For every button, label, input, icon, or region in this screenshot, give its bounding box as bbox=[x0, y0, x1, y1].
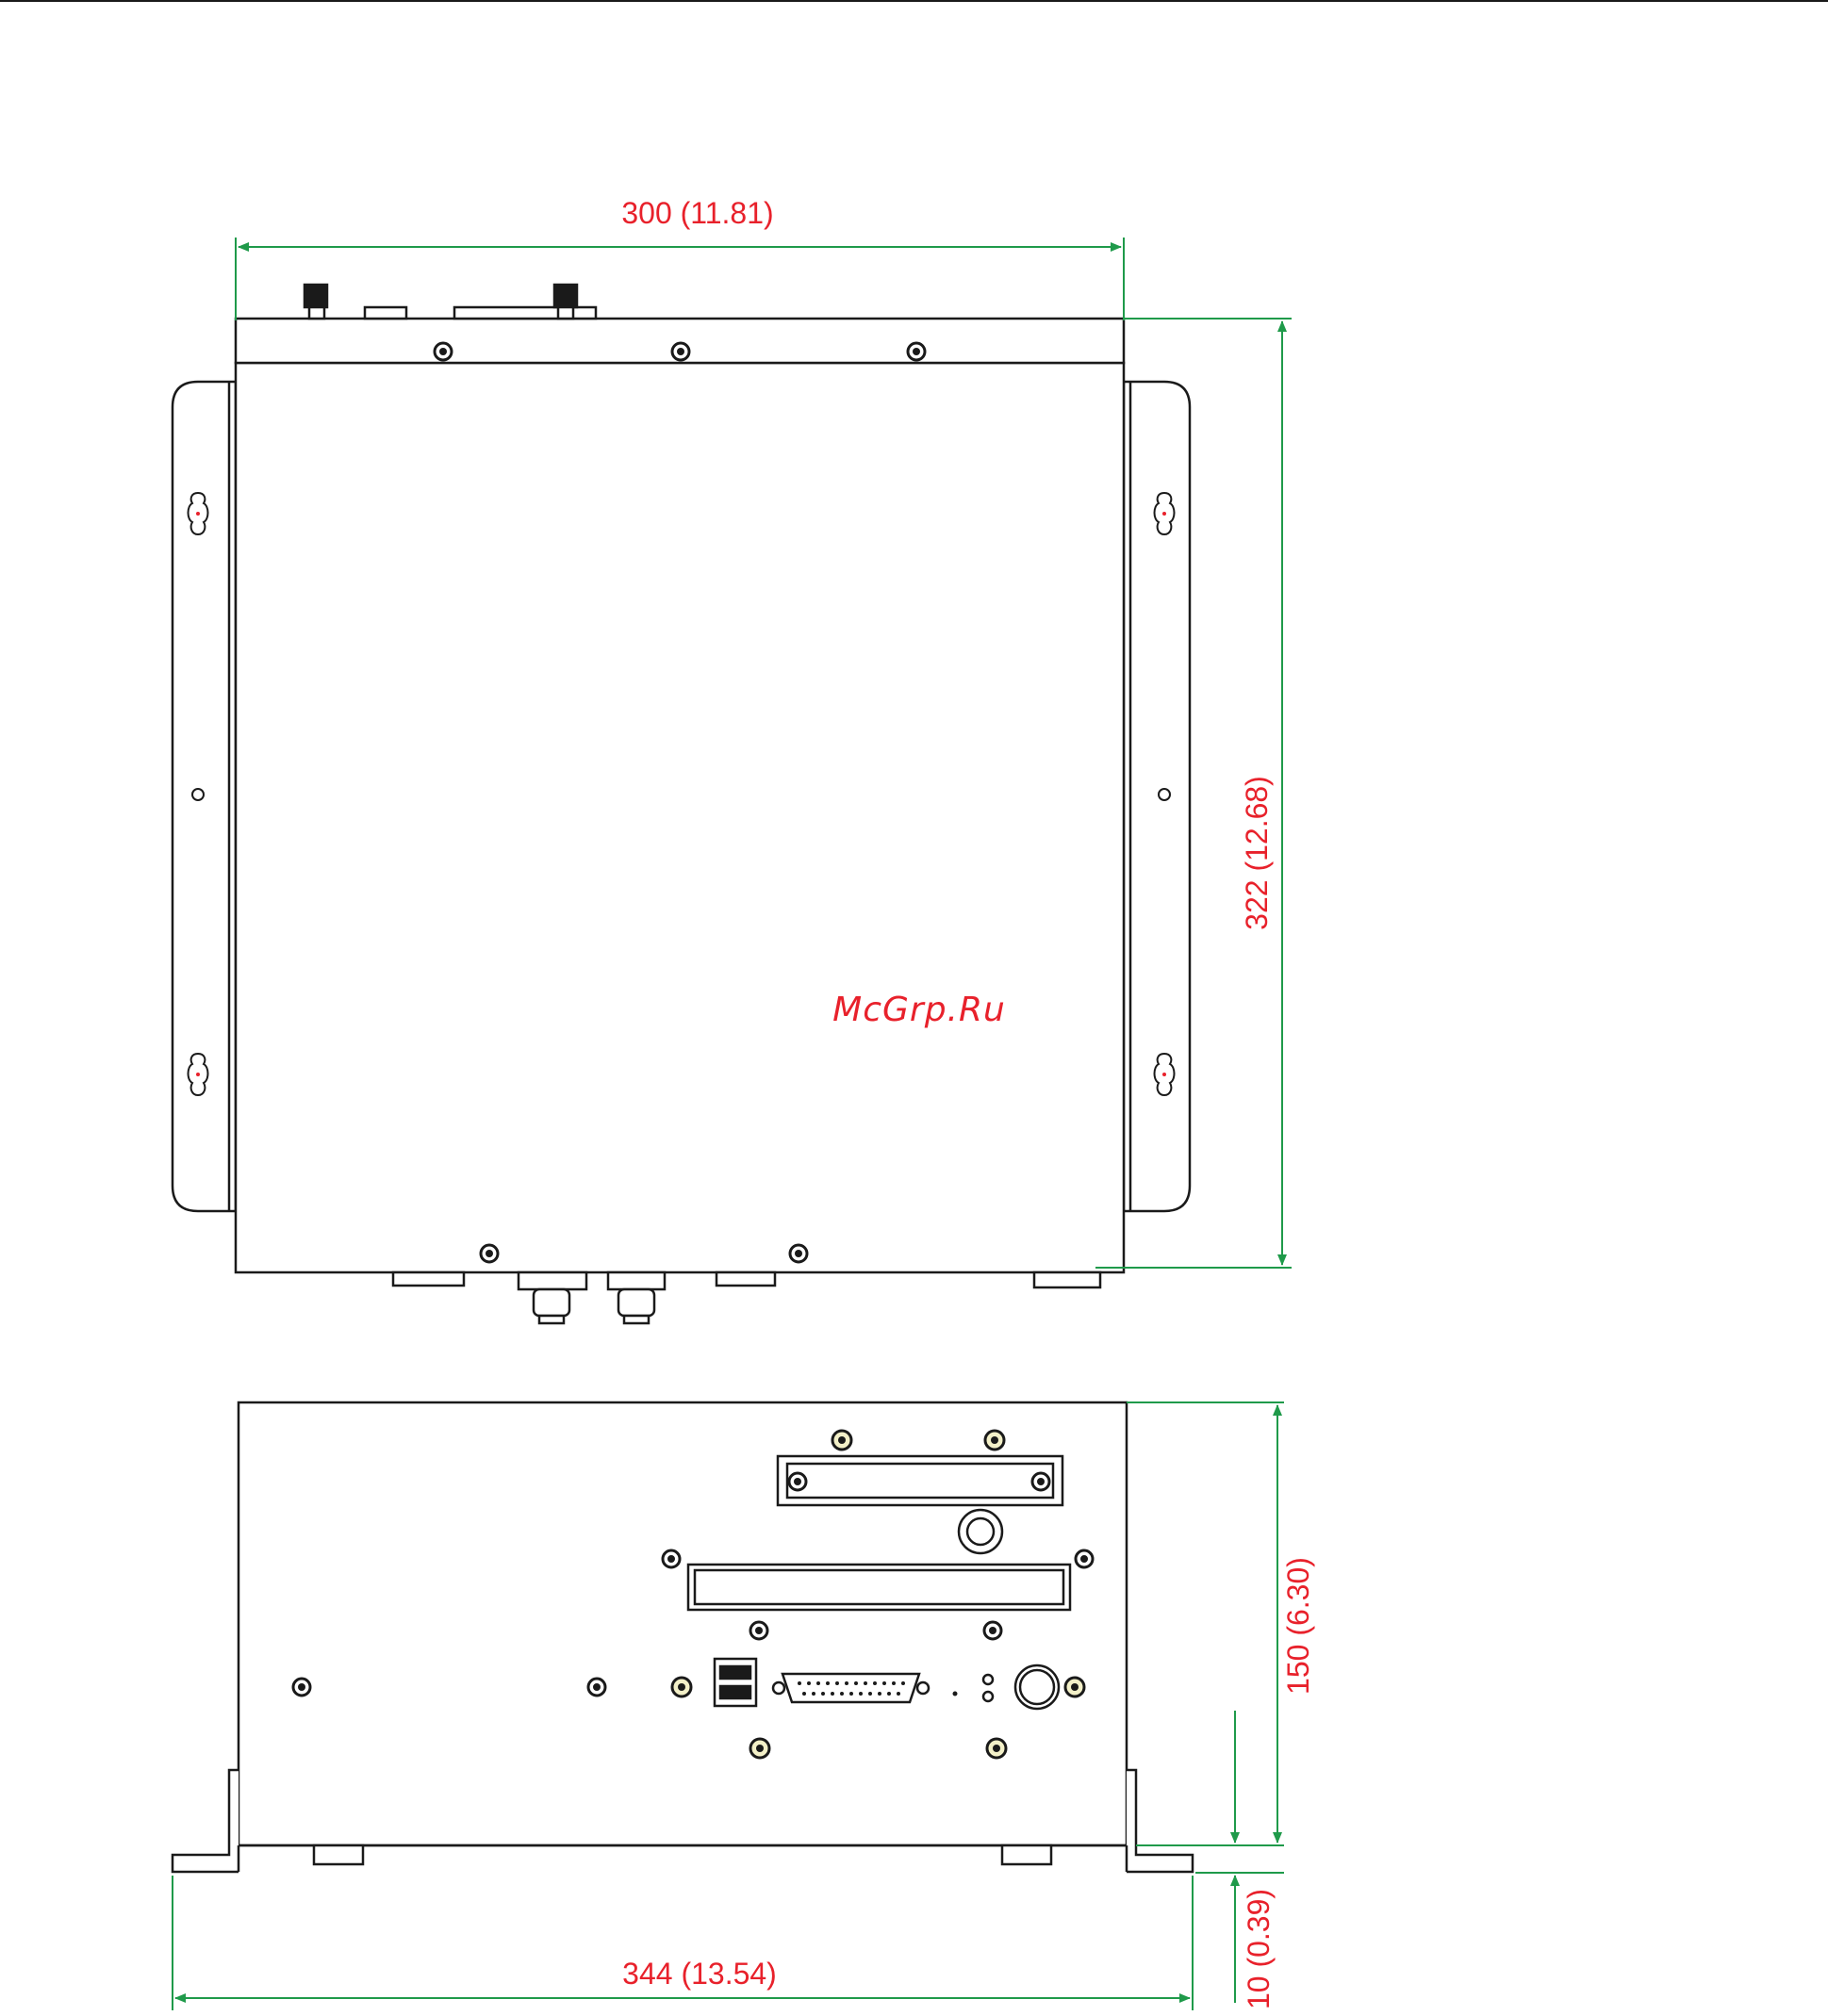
dim-label-top-width: 300 (11.81) bbox=[621, 196, 773, 230]
rear-connector-left bbox=[519, 1272, 586, 1323]
led-indicator bbox=[983, 1675, 993, 1684]
chassis-body bbox=[236, 363, 1124, 1272]
rear-connector-right bbox=[608, 1272, 665, 1323]
dim-label-side-height: 322 (12.68) bbox=[1240, 776, 1274, 930]
led-indicator bbox=[983, 1692, 993, 1701]
left-flange bbox=[173, 1770, 239, 1872]
top-view bbox=[173, 285, 1190, 1323]
foot-right bbox=[1002, 1845, 1051, 1864]
antenna-knob-right bbox=[554, 285, 577, 319]
dim-label-base-width: 344 (13.54) bbox=[622, 1957, 777, 1991]
watermark-text: McGrp.Ru bbox=[832, 991, 1006, 1029]
antenna-knob-left bbox=[305, 285, 327, 319]
foot-left bbox=[314, 1845, 363, 1864]
right-flange bbox=[1127, 1770, 1193, 1872]
dim-label-front-height: 150 (6.30) bbox=[1281, 1557, 1315, 1695]
dim-label-foot-height: 10 (0.39) bbox=[1242, 1889, 1276, 2009]
db25-serial-port bbox=[782, 1674, 919, 1702]
